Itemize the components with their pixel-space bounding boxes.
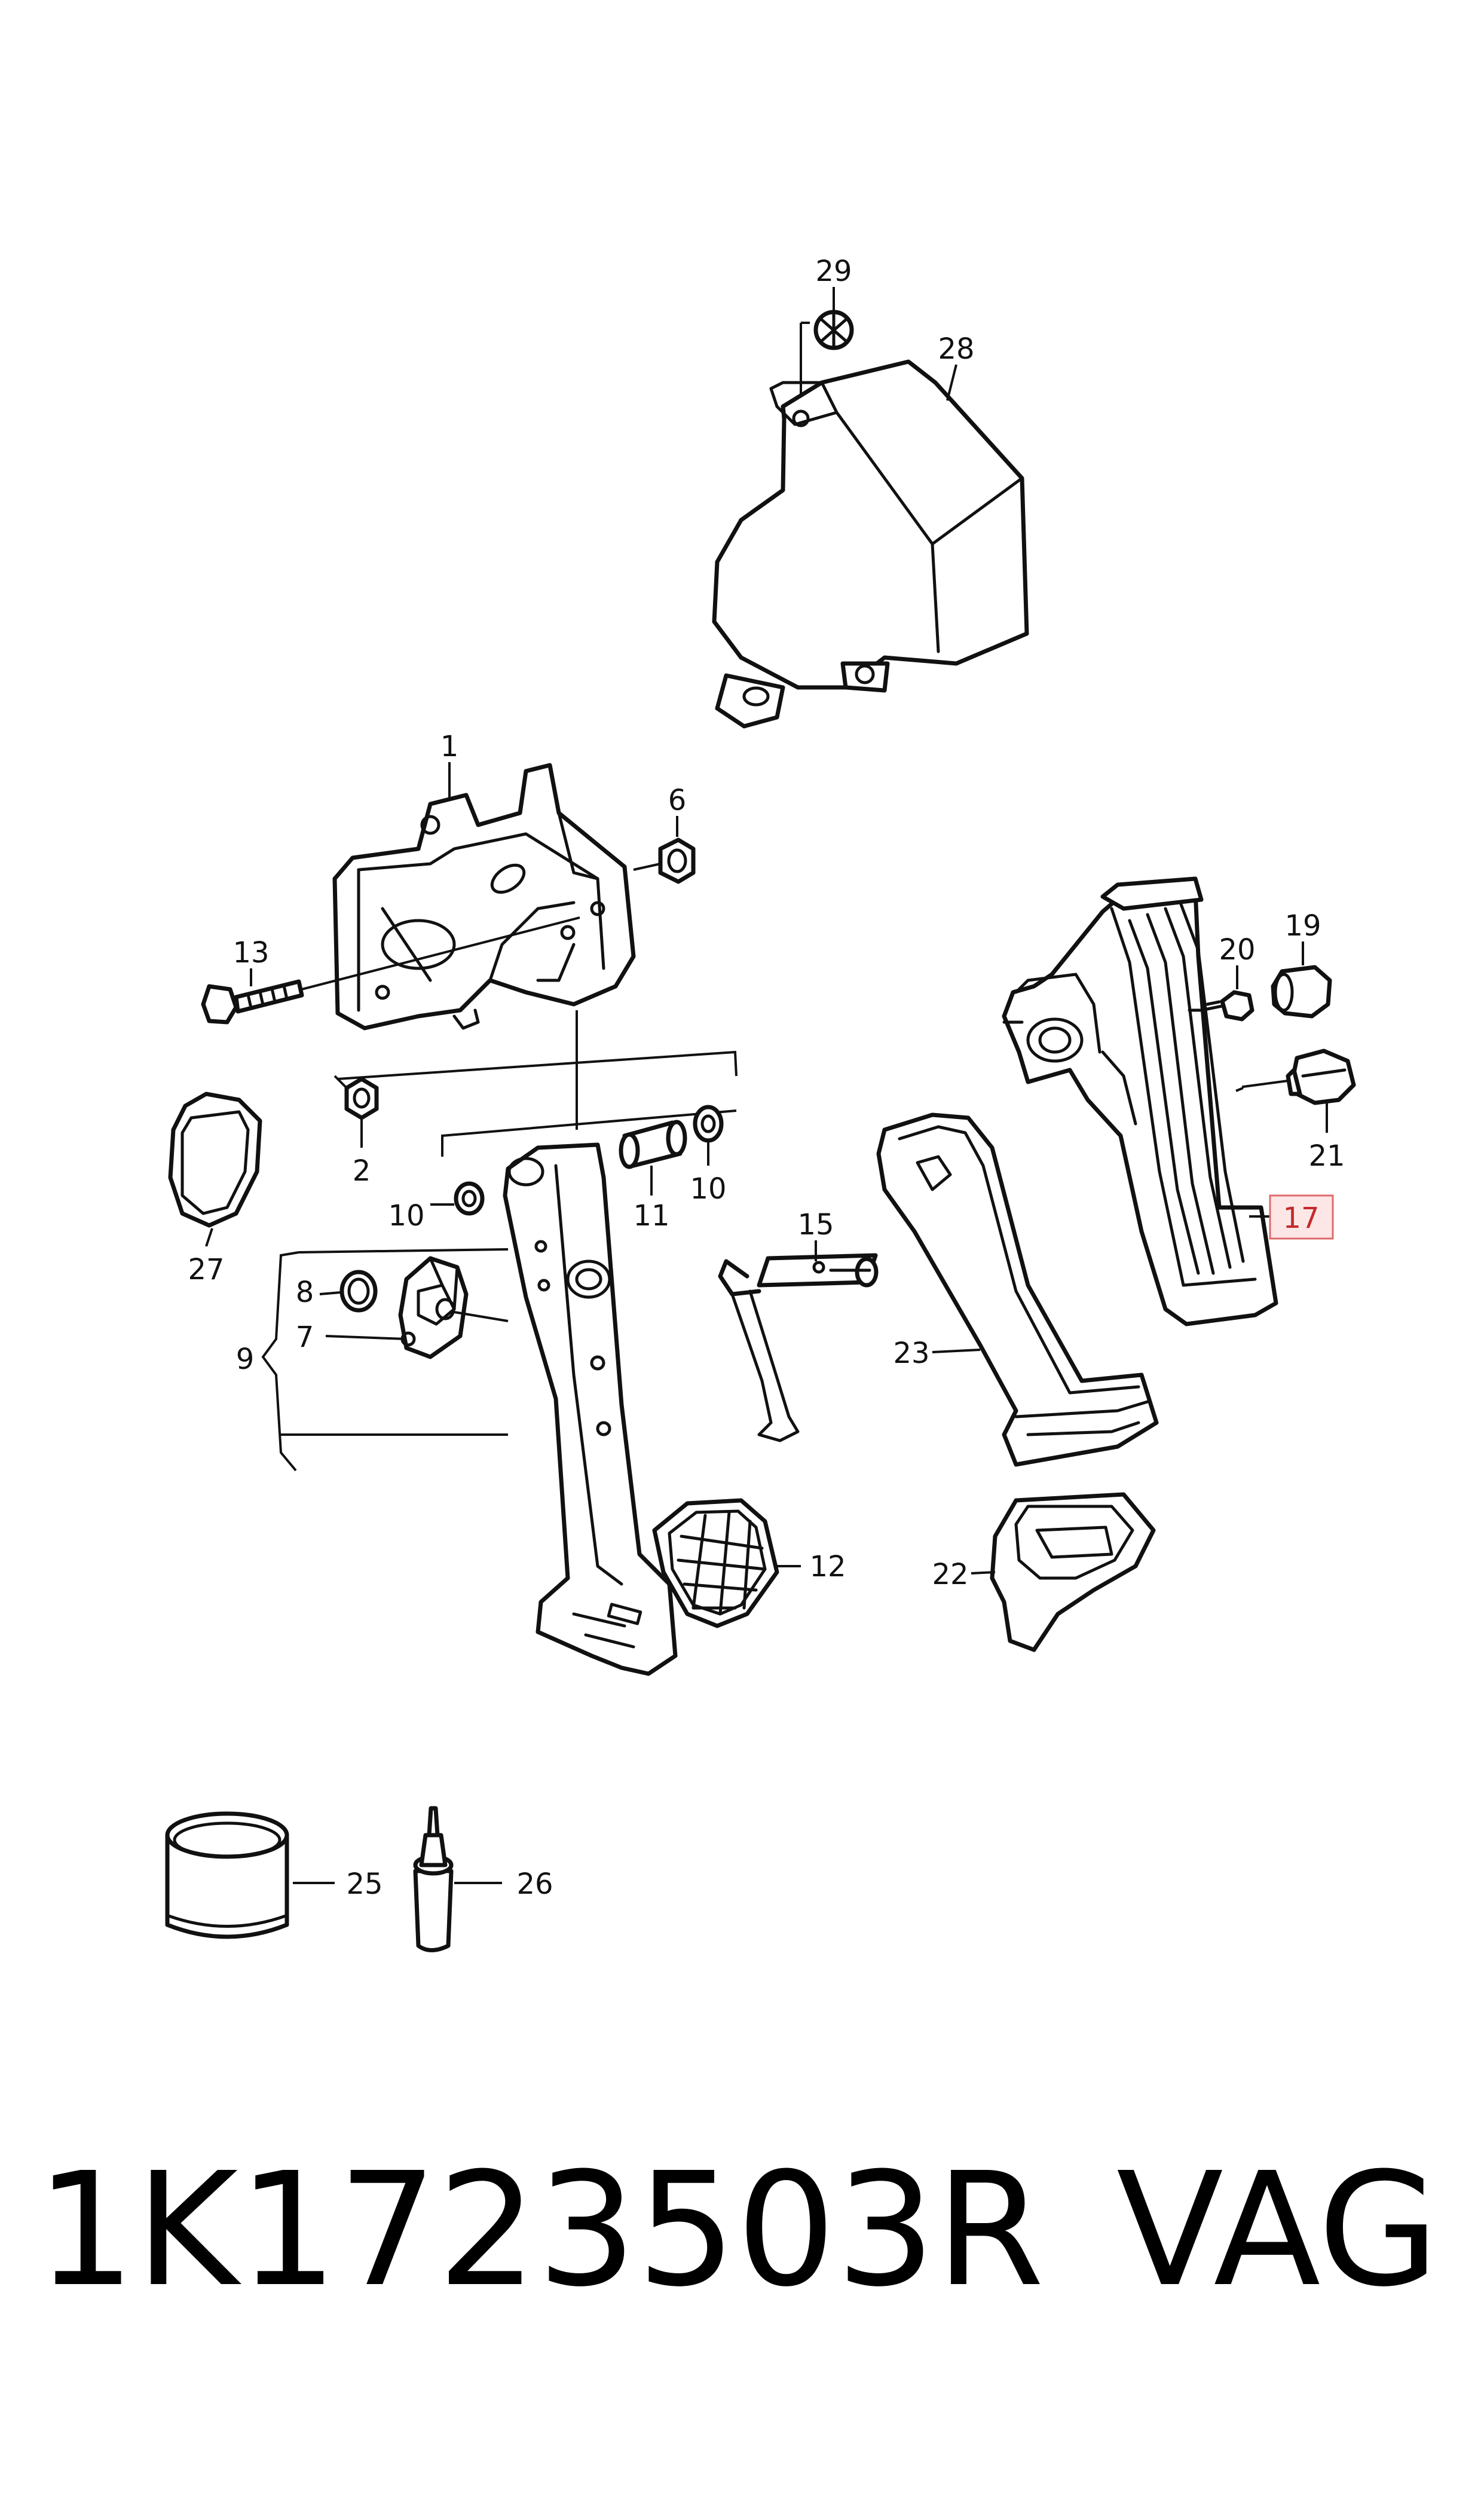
callout-11: 11	[633, 1199, 669, 1233]
part-15-rod	[718, 1240, 879, 1442]
callout-1: 1	[440, 730, 459, 763]
callout-29: 29	[815, 255, 852, 288]
callout-7: 7	[296, 1320, 314, 1354]
callout-10-right: 10	[690, 1172, 726, 1206]
assembly-guide-lines	[337, 1010, 738, 1157]
callout-23: 23	[893, 1337, 929, 1370]
highlight-box	[1269, 1194, 1334, 1240]
part-12-pedal-pad	[652, 1498, 801, 1628]
callout-8: 8	[296, 1276, 314, 1309]
part-11-sleeve	[619, 1120, 687, 1196]
part-20-screw	[1188, 965, 1254, 1022]
callout-26: 26	[516, 1867, 553, 1901]
part-10-bushing-right	[693, 1105, 724, 1166]
callout-28: 28	[938, 332, 974, 366]
callout-labels: 29 28 1 6 13 2 20 19 21 10 11 10 27 15 8…	[188, 255, 1345, 1901]
callout-17-highlight: 17	[1249, 1194, 1334, 1240]
part-2-nut	[333, 1075, 379, 1148]
callout-27: 27	[188, 1253, 224, 1286]
part-number-text: 1K1723503R	[36, 2139, 1045, 2321]
callout-13: 13	[232, 936, 269, 970]
part-10-bushing-left	[430, 1181, 485, 1216]
callout-2: 2	[353, 1154, 371, 1188]
part-21-cap	[1235, 1048, 1356, 1133]
part-17-accelerator-pedal	[1002, 876, 1278, 1326]
part-29-clip	[800, 287, 854, 395]
callout-19: 19	[1284, 909, 1321, 943]
callout-17: 17	[1283, 1202, 1319, 1235]
part-26-grease-tube	[413, 1806, 502, 1952]
part-1-bracket	[332, 763, 636, 1031]
callout-21: 21	[1308, 1139, 1345, 1173]
callout-6: 6	[668, 784, 687, 817]
part-19-cap	[1271, 941, 1332, 1019]
brand-text: VAG	[1116, 2139, 1439, 2321]
part-6-nut	[633, 816, 696, 884]
callout-9: 9	[236, 1343, 255, 1376]
callout-15: 15	[797, 1208, 834, 1242]
part-23-footrest	[876, 1112, 1159, 1467]
part-28-housing	[712, 359, 1029, 729]
part-27-gasket	[168, 1092, 262, 1247]
callout-12: 12	[809, 1550, 846, 1583]
part-22-holder	[971, 1492, 1156, 1652]
part-8-ring	[339, 1270, 378, 1313]
callout-22: 22	[932, 1558, 968, 1591]
part-7-spring-mount	[325, 1256, 509, 1359]
part-25-sleeve	[165, 1811, 335, 1939]
callout-10-left: 10	[388, 1199, 424, 1233]
part-9-group-bracket	[261, 1248, 509, 1472]
part-13-bolt	[201, 916, 580, 1025]
pedal-arm	[503, 1142, 678, 1676]
callout-20: 20	[1219, 933, 1255, 967]
callout-25: 25	[346, 1867, 383, 1901]
